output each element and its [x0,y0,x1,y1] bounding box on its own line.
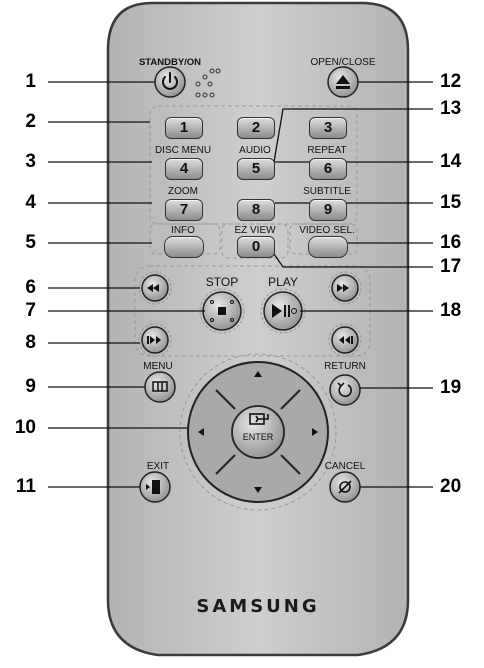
repeat-label: REPEAT [307,145,347,156]
callout-10: 10 [14,417,36,438]
callout-14: 14 [440,151,462,172]
key-2[interactable]: 2 [237,117,275,139]
callout-12: 12 [440,71,462,92]
callout-13: 13 [440,98,462,119]
play-pause-icon [272,304,290,318]
callout-8: 8 [25,332,36,353]
ez-view-label: EZ VIEW [234,225,276,236]
eject-icon [336,75,350,89]
key-1[interactable]: 1 [165,117,203,139]
menu-icon [152,381,168,392]
enter-button [231,405,285,459]
callout-5: 5 [25,232,36,253]
info-button[interactable] [164,236,204,258]
standby-label: STANDBY/ON [138,57,202,68]
callout-16: 16 [440,232,462,253]
play-label: PLAY [268,275,298,289]
transport-icons [147,284,353,344]
key-0[interactable]: 0 [237,236,275,258]
down-arrow-icon [254,487,262,493]
callout-15: 15 [440,192,462,213]
callout-18: 18 [440,300,462,321]
callout-20: 20 [440,476,462,497]
exit-icon [146,480,160,494]
up-arrow-icon [254,371,262,377]
key-9[interactable]: 9 [309,199,347,221]
cancel-label: CANCEL [324,461,366,472]
stop-icon [218,307,226,315]
subtitle-label: SUBTITLE [303,186,351,197]
disc-menu-label: DISC MENU [154,145,212,156]
info-label: INFO [171,225,195,236]
callout-19: 19 [440,377,462,398]
callout-2: 2 [25,111,36,132]
skip-forward-icon [339,336,353,344]
callout-9: 9 [25,376,36,397]
callout-11: 11 [15,476,36,497]
return-label: RETURN [324,361,366,372]
callout-17: 17 [440,256,462,277]
direction-pad[interactable] [187,361,329,503]
video-sel-label: VIDEO SEL. [299,225,355,236]
open-close-label: OPEN/CLOSE [310,57,376,68]
audio-label: AUDIO [239,145,271,156]
arrow-icons [198,371,318,493]
zoom-label: ZOOM [168,186,198,197]
menu-button [144,371,176,403]
callout-lines [48,81,433,488]
callout-4: 4 [25,192,36,213]
enter-label: ENTER [242,432,274,442]
key-3[interactable]: 3 [309,117,347,139]
return-button [329,374,361,406]
video-sel-button[interactable] [308,236,348,258]
key-6[interactable]: 6 [309,158,347,180]
callout-6: 6 [25,277,36,298]
cancel-icon [338,480,352,494]
sensor-dots [195,68,221,98]
exit-label: EXIT [146,461,170,472]
brand-logo: SAMSUNG [196,596,320,617]
menu-label: MENU [143,361,173,372]
key-8[interactable]: 8 [237,199,275,221]
enter-icon [249,413,269,425]
key-7[interactable]: 7 [165,199,203,221]
callout-1: 1 [25,71,36,92]
fast-forward-icon [337,284,349,292]
callout-3: 3 [25,151,36,172]
stop-dots [210,300,297,322]
return-icon [337,382,352,398]
power-icon [162,72,178,90]
left-arrow-icon [198,428,204,436]
skip-back-icon [147,336,161,344]
stop-label: STOP [205,275,239,289]
callout-7: 7 [25,300,36,321]
right-arrow-icon [312,428,318,436]
key-4[interactable]: 4 [165,158,203,180]
key-5[interactable]: 5 [237,158,275,180]
rewind-icon [147,284,159,292]
